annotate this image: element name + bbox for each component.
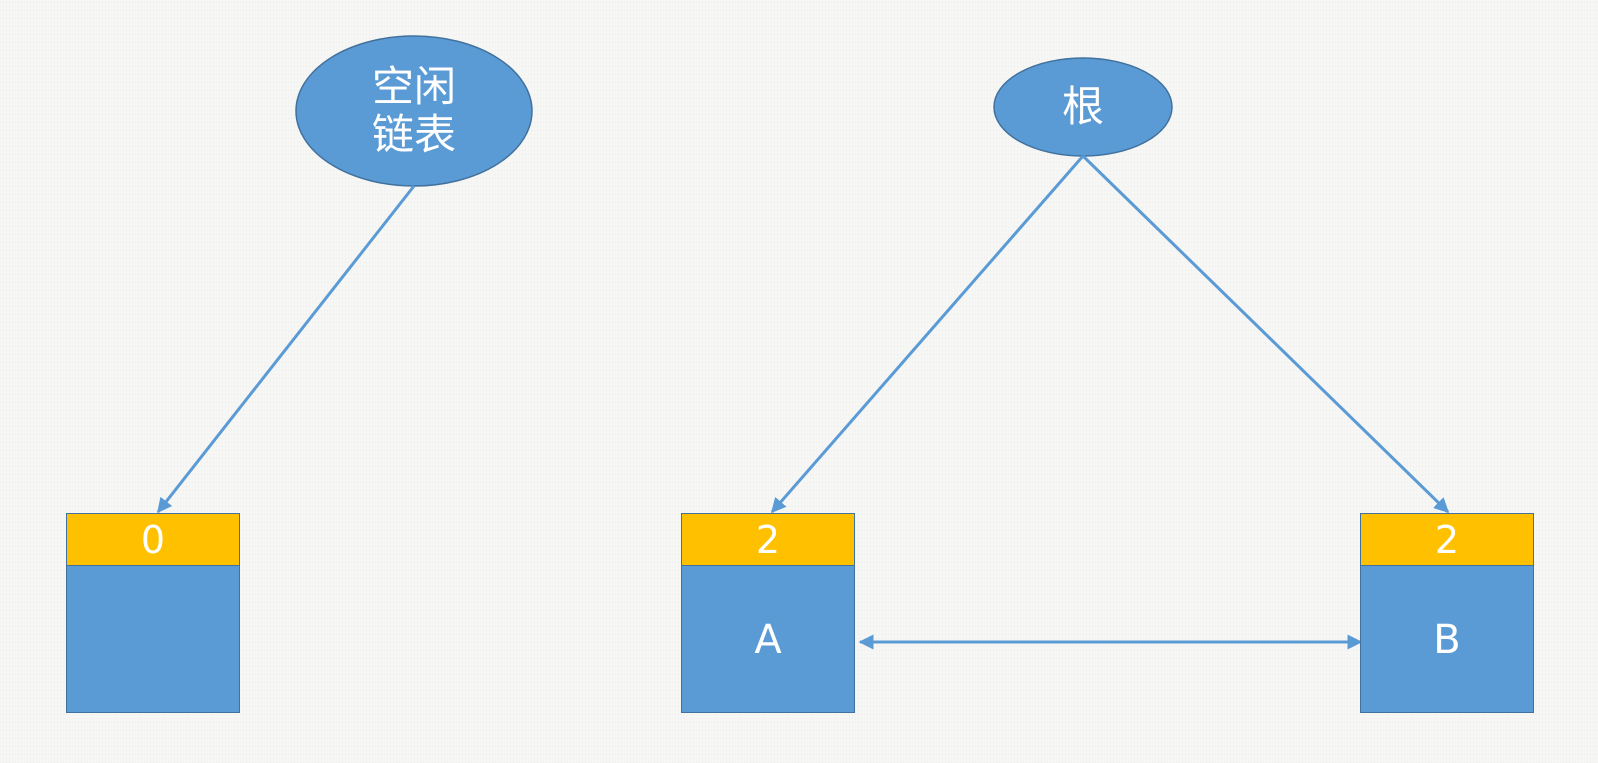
free-list-node bbox=[295, 35, 533, 187]
block-b-label: B bbox=[1360, 565, 1534, 713]
block-a-label: A bbox=[681, 565, 855, 713]
free-list-to-free-block-arrow bbox=[156, 185, 416, 514]
root-to-block-a-arrow bbox=[770, 155, 1085, 514]
free-block-body bbox=[66, 565, 240, 713]
block-a-count: 2 bbox=[681, 513, 855, 565]
root-to-block-b-arrow bbox=[1081, 154, 1450, 514]
root-node bbox=[993, 57, 1173, 157]
block-a: 2 A bbox=[681, 513, 855, 713]
free-block: 0 bbox=[66, 513, 240, 713]
block-b-count: 2 bbox=[1360, 513, 1534, 565]
block-b: 2 B bbox=[1360, 513, 1534, 713]
free-block-count: 0 bbox=[66, 513, 240, 565]
